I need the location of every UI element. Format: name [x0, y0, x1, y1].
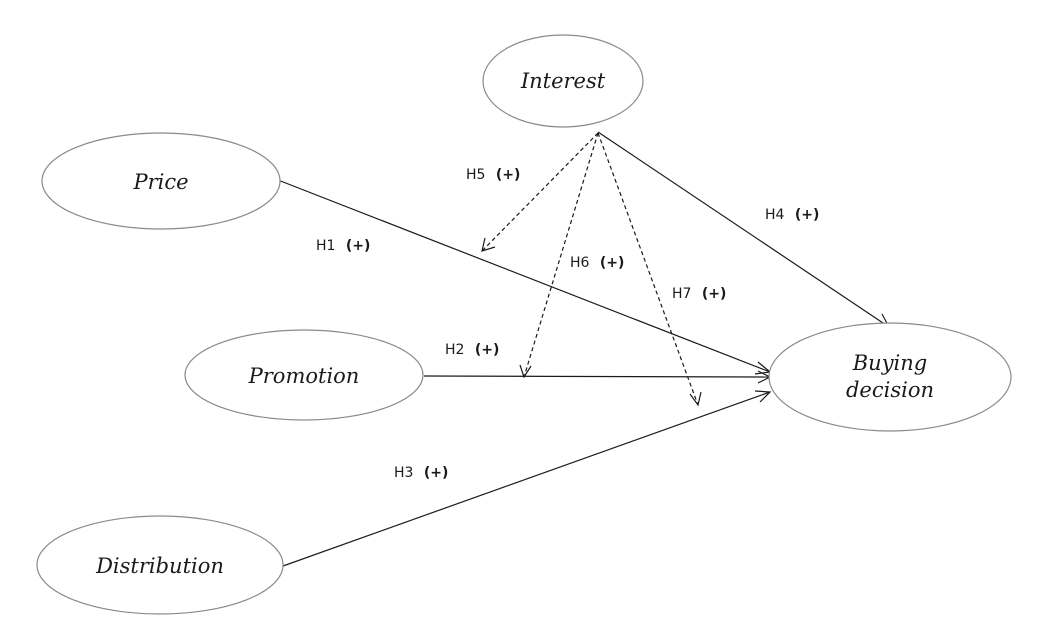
arrowhead-h5 — [481, 237, 496, 252]
arrowhead-h3 — [754, 390, 772, 403]
edge-h2-promotion-to-buying — [423, 375, 771, 378]
node-promotion: Promotion — [184, 329, 424, 421]
node-interest-label: Interest — [520, 69, 606, 93]
node-price: Price — [41, 132, 281, 230]
label-h3-code: H3 — [394, 465, 413, 481]
node-distribution-label: Distribution — [95, 554, 224, 578]
label-h7: H7 (+) — [672, 286, 726, 302]
label-h5-code: H5 — [466, 167, 485, 183]
label-h5-sign: (+) — [496, 167, 521, 183]
arrowhead-h6 — [519, 364, 532, 379]
edge-h3-distribution-to-buying — [282, 391, 771, 567]
label-h1-sign: (+) — [346, 238, 371, 254]
node-buying-decision-label-line1: Buying — [852, 351, 928, 375]
edges — [277, 131, 891, 567]
label-h5: H5 (+) — [466, 167, 520, 183]
label-h3: H3 (+) — [394, 465, 448, 481]
node-interest-shape — [482, 34, 644, 128]
label-h2-code: H2 — [445, 342, 464, 358]
node-promotion-label: Promotion — [248, 364, 360, 388]
node-price-shape — [41, 132, 281, 230]
edge-h7-interest-moderation-h3 — [597, 132, 699, 406]
node-buying-decision-shape — [768, 322, 1012, 432]
label-h6-code: H6 — [570, 255, 590, 271]
node-distribution-shape — [36, 515, 284, 615]
label-h7-sign: (+) — [702, 286, 727, 302]
label-h2-sign: (+) — [475, 342, 500, 358]
label-h6: H6 (+) — [570, 255, 624, 271]
label-h7-code: H7 — [672, 286, 691, 302]
label-h4-sign: (+) — [795, 207, 820, 223]
node-buying-decision-label-line2: decision — [846, 378, 934, 402]
label-h4: H4 (+) — [765, 207, 819, 223]
node-promotion-shape — [184, 329, 424, 421]
label-h3-sign: (+) — [424, 465, 449, 481]
node-interest: Interest — [482, 34, 644, 128]
arrowhead-h1 — [754, 361, 772, 375]
label-h2: H2 (+) — [445, 342, 499, 358]
edge-labels: H5 (+) H4 (+) H1 (+) H6 (+) H7 (+) H2 (+… — [316, 167, 819, 481]
nodes: Interest Price Promotion Distribution Bu… — [36, 34, 1012, 615]
label-h1: H1 (+) — [316, 238, 370, 254]
edge-h5-interest-moderation-h1 — [481, 132, 599, 252]
edge-h6-interest-moderation-h2 — [523, 132, 599, 378]
label-h1-code: H1 — [316, 238, 335, 254]
edge-h1-price-to-buying — [277, 179, 771, 373]
node-price-label: Price — [132, 170, 188, 194]
node-buying-decision: Buying decision — [768, 322, 1012, 432]
label-h4-code: H4 — [765, 207, 785, 223]
arrowhead-h7 — [689, 391, 702, 407]
edge-h4-interest-to-buying — [597, 131, 890, 328]
node-distribution: Distribution — [36, 515, 284, 615]
label-h6-sign: (+) — [600, 255, 625, 271]
